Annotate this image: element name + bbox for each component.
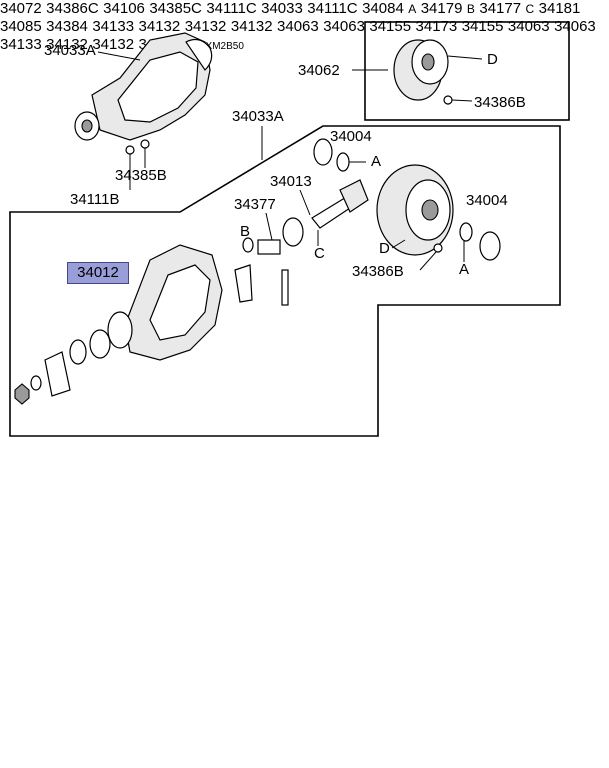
pinion-set-box: 34085 34384 341 xyxy=(0,18,596,284)
cover-assembly-box xyxy=(364,21,570,121)
label-gear-set: 34111C xyxy=(307,0,358,17)
label-pinion-shaft: 34013 xyxy=(270,173,312,190)
label-bolt-d: 34384 xyxy=(46,18,88,35)
ref-letter-b1: B xyxy=(240,223,250,240)
selected-part-highlight[interactable]: 34012 xyxy=(67,262,129,284)
main-assembly-box xyxy=(9,125,561,437)
label-plate-5: 34063 xyxy=(277,18,319,35)
pinion-assembly xyxy=(242,138,369,255)
ref-letter-d2: D xyxy=(379,240,390,257)
label-nut: 34111C xyxy=(206,0,257,17)
label-plate-4: 34132 xyxy=(230,18,273,35)
spring-a-letter: A xyxy=(408,2,417,16)
label-bearing-upper: 34004 xyxy=(330,128,372,145)
differential-box-d: 34085 34384 341 xyxy=(0,18,596,284)
spring-b-letter: B xyxy=(466,2,475,16)
carrier-housing xyxy=(14,244,289,405)
housing-assembly-top xyxy=(74,32,213,155)
label-plate-2: 34132 xyxy=(138,18,181,35)
ref-letter-a1: A xyxy=(371,153,381,170)
label-spring-c: 34181 xyxy=(538,0,581,17)
spring-box-a: A 34179 B 34177 C 34181 34085 xyxy=(0,0,596,284)
label-spacer: 34377 xyxy=(234,196,276,213)
differential-case xyxy=(376,164,501,261)
label-plate-3: 34132 xyxy=(184,18,227,35)
label-cover-assy: 34062 xyxy=(298,62,340,79)
ref-letter-a2: A xyxy=(459,261,469,278)
label-bolt-cover: 34386B xyxy=(474,94,526,111)
label-housing-bottom: 34033 xyxy=(261,0,303,17)
label-housing-top: 34033A xyxy=(44,42,96,59)
label-gear-set-group: 34084 xyxy=(362,0,404,17)
label-washer: 34385C xyxy=(149,0,202,17)
label-spring-a: 34179 xyxy=(420,0,463,17)
label-nut-top: 34385B xyxy=(115,167,167,184)
label-pinion-set: 34085 xyxy=(0,18,42,35)
label-plate-r2: 34132 xyxy=(92,36,135,53)
label-bolt-housing: 34386C xyxy=(46,0,99,17)
label-bolt-ring: 34386B xyxy=(352,263,404,280)
gear-set-box: 34111C 34084 A 34179 B 34177 C 34181 340… xyxy=(0,0,596,284)
label-plate-r1: 34132 xyxy=(46,36,88,53)
label-plate-9: 34133 xyxy=(0,36,42,53)
spring-box-b: B 34177 C 34181 34085 xyxy=(0,0,596,284)
label-bolt-top: 34111B xyxy=(70,191,120,208)
spring-c-letter: C xyxy=(525,2,535,16)
ref-letter-c1: C xyxy=(314,245,325,262)
spring-box-c: C 34181 34085 xyxy=(0,0,596,284)
ref-letter-d1: D xyxy=(487,51,498,68)
label-spring-b: 34177 xyxy=(479,0,522,17)
label-seal: 34072 xyxy=(0,0,42,17)
cover-assembly xyxy=(393,39,453,105)
diagram-code: 3XM2B50 xyxy=(199,41,244,52)
label-plate-1: 34133 xyxy=(92,18,135,35)
label-bearing-right: 34004 xyxy=(466,192,508,209)
label-flange: 34106 xyxy=(103,0,145,17)
label-plate-6: 34063 xyxy=(323,18,365,35)
label-housing-callout: 34033A xyxy=(232,108,284,125)
